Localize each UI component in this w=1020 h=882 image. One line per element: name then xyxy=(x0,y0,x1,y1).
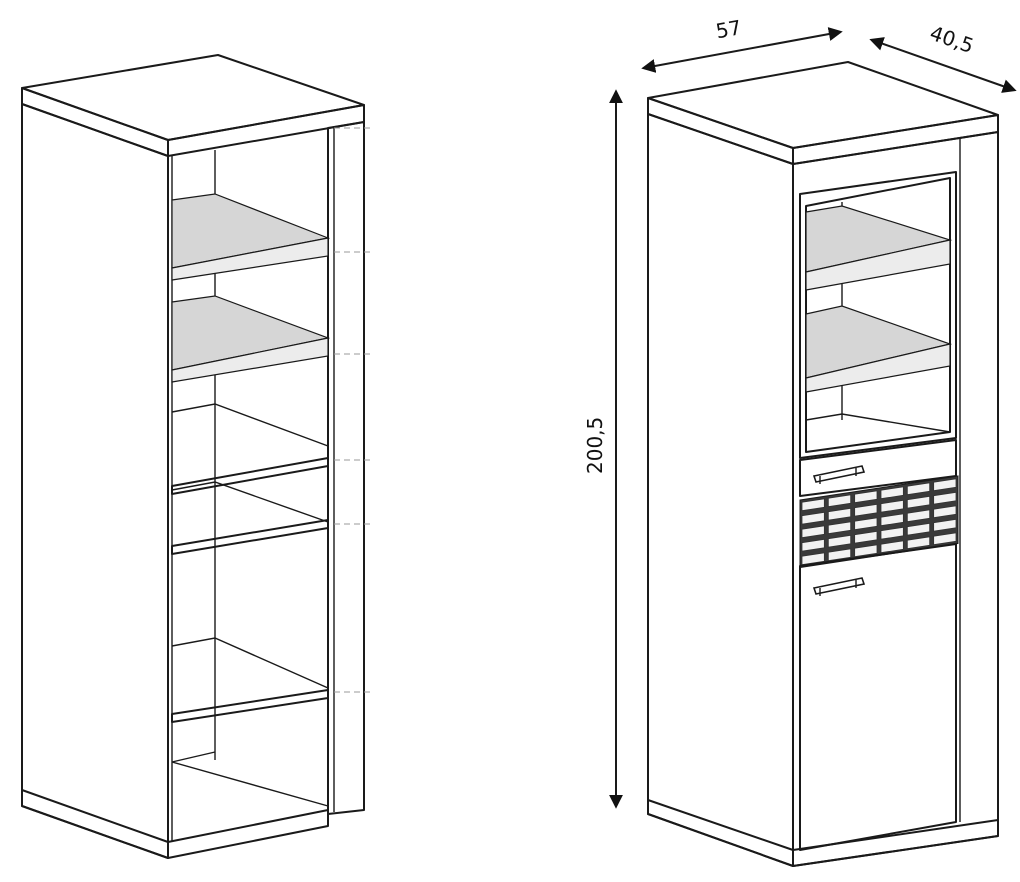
grille-cell xyxy=(906,536,931,550)
grille-cell xyxy=(854,530,878,544)
right-side-panel xyxy=(647,113,794,867)
grille-cell xyxy=(880,513,904,527)
left-side-panel xyxy=(21,103,169,859)
grille-cell xyxy=(880,540,904,554)
grille-cell xyxy=(801,525,825,539)
grille-cell xyxy=(880,499,904,513)
grille-cell xyxy=(801,538,825,552)
grille-cell xyxy=(827,521,852,535)
grille-cell xyxy=(854,544,878,558)
height-label: 200,5 xyxy=(583,417,607,474)
grille-cell xyxy=(801,498,825,512)
grille-cell xyxy=(801,552,825,566)
grille-cell xyxy=(880,486,904,500)
decorative-grille xyxy=(799,475,959,569)
grille-cell xyxy=(827,507,852,521)
width-label: 57 xyxy=(714,15,743,43)
grille-cell xyxy=(801,511,825,525)
wood-shelf-1 xyxy=(171,403,329,495)
grille-cell xyxy=(880,526,904,540)
right-top-slab xyxy=(647,61,999,165)
grille-cell xyxy=(827,494,852,508)
grille-cell xyxy=(933,478,957,492)
left-front-post xyxy=(327,121,365,815)
left-bottom-slab xyxy=(21,751,329,859)
grille-cell xyxy=(854,503,878,517)
grille-cell xyxy=(827,534,852,548)
grille-cell xyxy=(906,495,931,509)
height-dimension: 200,5 xyxy=(583,89,623,809)
grille-cell xyxy=(854,490,878,504)
grille-cell xyxy=(933,491,957,505)
depth-dimension: 40,5 xyxy=(869,21,1017,93)
drawer-handle xyxy=(812,465,866,484)
grille-cell xyxy=(827,548,852,562)
width-dimension: 57 xyxy=(641,15,843,73)
grille-cell xyxy=(933,532,957,546)
open-cabinet-view xyxy=(21,54,372,859)
grille-cell xyxy=(854,517,878,531)
wood-shelf-3 xyxy=(171,637,329,723)
left-top-slab xyxy=(21,54,365,157)
door-handle xyxy=(812,577,866,596)
shelf-guide-lines xyxy=(334,127,372,693)
glass-door xyxy=(799,171,957,459)
depth-label: 40,5 xyxy=(927,21,977,58)
grille-cell xyxy=(906,522,931,536)
grille-cell xyxy=(906,509,931,523)
grille-cell xyxy=(933,505,957,519)
grille-cell xyxy=(933,518,957,532)
lower-door xyxy=(799,543,957,851)
grille-cell xyxy=(906,482,931,496)
wood-shelf-2 xyxy=(171,481,329,555)
closed-cabinet-view xyxy=(647,61,999,867)
